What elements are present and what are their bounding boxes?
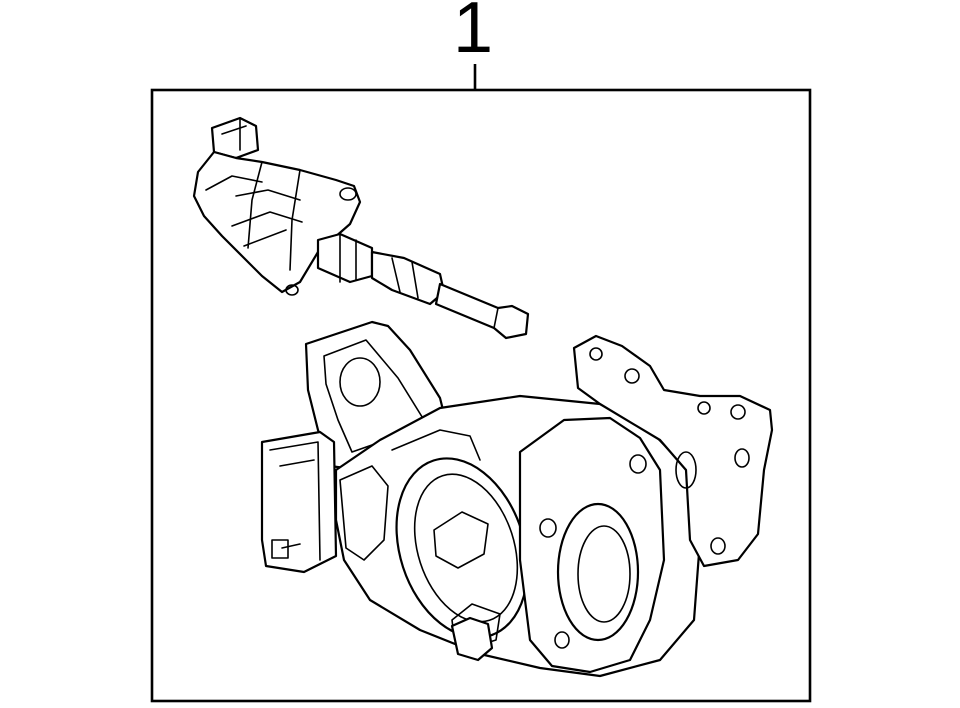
callout-number: 1 bbox=[452, 0, 494, 68]
diagram-frame bbox=[150, 88, 812, 703]
actuator-assembly bbox=[192, 116, 530, 340]
throttle-body-housing bbox=[260, 320, 774, 678]
